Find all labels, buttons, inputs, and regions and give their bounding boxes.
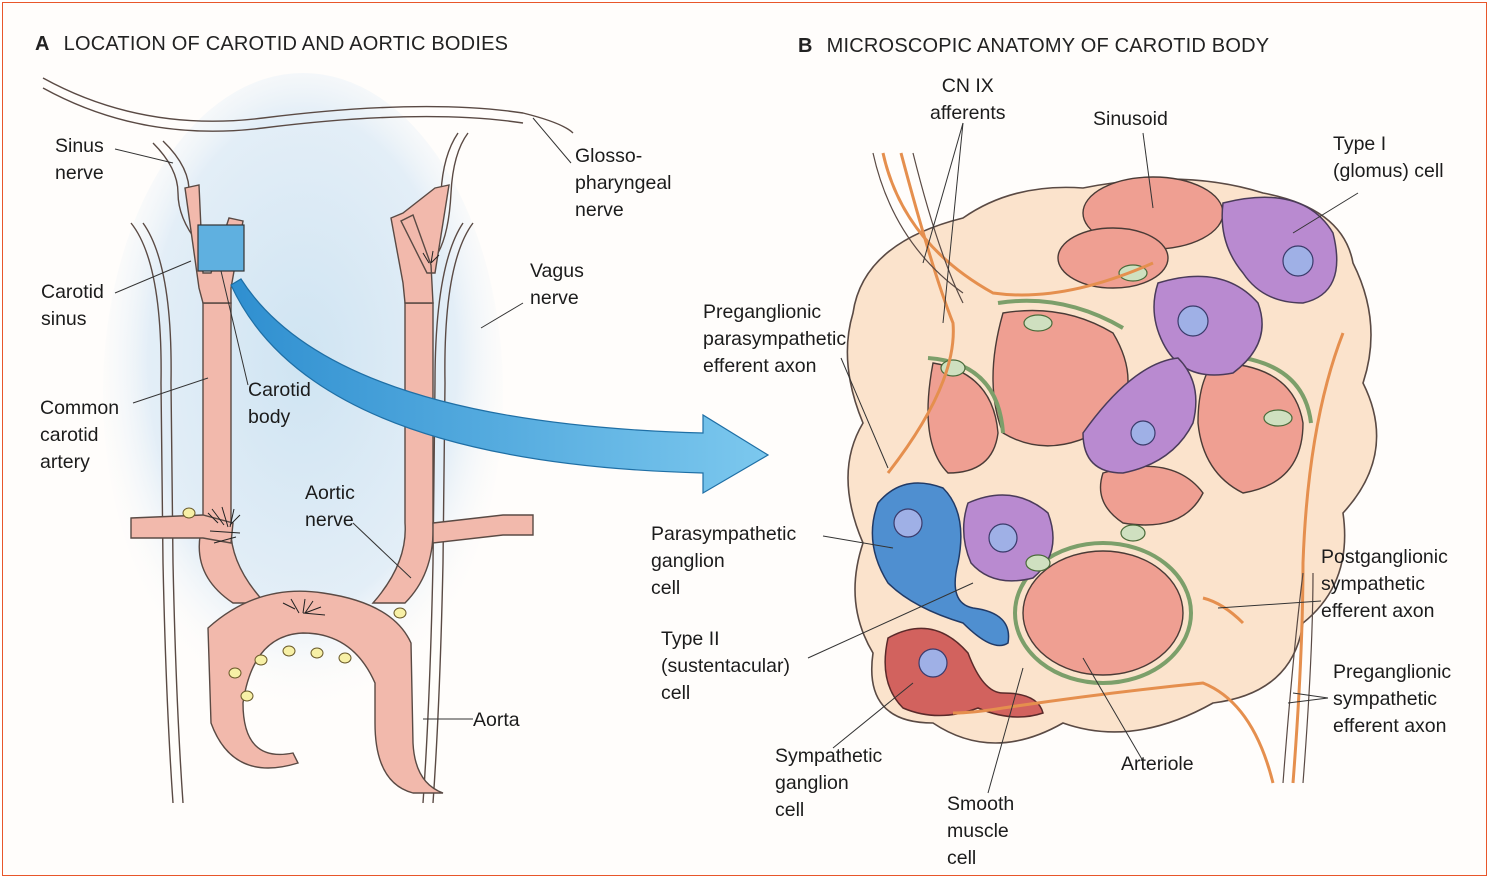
label-aortic-nerve: Aortic nerve [305, 482, 355, 531]
left-vagus-nerve [130, 222, 174, 804]
right-vagus-nerve [432, 222, 474, 804]
postganglionic-sympathetic-axon [1291, 332, 1345, 784]
label-cn-ix-afferents: CN IX afferents [930, 75, 1006, 124]
aortic-arch [207, 590, 444, 794]
label-preganglionic-parasympathetic-axon: Preganglionic parasympathetic efferent a… [703, 301, 847, 377]
panel-a-title-text: LOCATION OF CAROTID AND AORTIC BODIES [63, 33, 509, 55]
sinus-nerve [152, 142, 199, 244]
carotid-body-highlight [197, 224, 245, 272]
panel-b-illustration [807, 122, 1378, 794]
panel-a-illustration [42, 73, 574, 804]
label-arteriole: Arteriole [1121, 753, 1194, 775]
label-vagus-nerve: Vagus nerve [530, 260, 584, 309]
sympathetic-ganglion-cell [884, 627, 1044, 718]
arteriole [1022, 550, 1184, 676]
label-parasympathetic-ganglion-cell: Parasympathetic ganglion cell [651, 523, 797, 599]
label-smooth-muscle-cell: Smooth muscle cell [947, 793, 1015, 869]
label-aorta: Aorta [473, 709, 520, 731]
glossopharyngeal-nerve-curve [42, 77, 574, 134]
label-type-ii-sustentacular-cell: Type II (sustentacular) cell [661, 628, 790, 704]
panel-a-title: A LOCATION OF CAROTID AND AORTIC BODIES [35, 33, 508, 56]
illustration [42, 73, 1378, 804]
label-preganglionic-sympathetic-axon: Preganglionic sympathetic efferent axon [1333, 661, 1452, 737]
label-carotid-sinus: Carotid sinus [41, 281, 104, 330]
label-sinusoid: Sinusoid [1093, 108, 1168, 130]
label-sinus-nerve: Sinus nerve [55, 135, 104, 184]
label-carotid-body: Carotid body [248, 379, 311, 428]
label-common-carotid-artery: Common carotid artery [40, 397, 120, 473]
panel-a-letter: A [35, 33, 50, 55]
panel-b-letter: B [798, 35, 813, 57]
label-postganglionic-sympathetic-axon: Postganglionic sympathetic efferent axon [1321, 546, 1448, 622]
label-sympathetic-ganglion-cell: Sympathetic ganglion cell [775, 745, 883, 821]
label-glossopharyngeal-nerve: Glosso- pharyngeal nerve [575, 145, 672, 221]
panel-b-title: B MICROSCOPIC ANATOMY OF CAROTID BODY [798, 35, 1269, 58]
label-type-i-glomus-cell: Type I (glomus) cell [1333, 133, 1444, 182]
subclavian-artery [130, 514, 234, 544]
panel-b-title-text: MICROSCOPIC ANATOMY OF CAROTID BODY [826, 35, 1270, 57]
right-carotid-bifurcation [390, 184, 450, 304]
magnification-arrow [230, 278, 770, 495]
